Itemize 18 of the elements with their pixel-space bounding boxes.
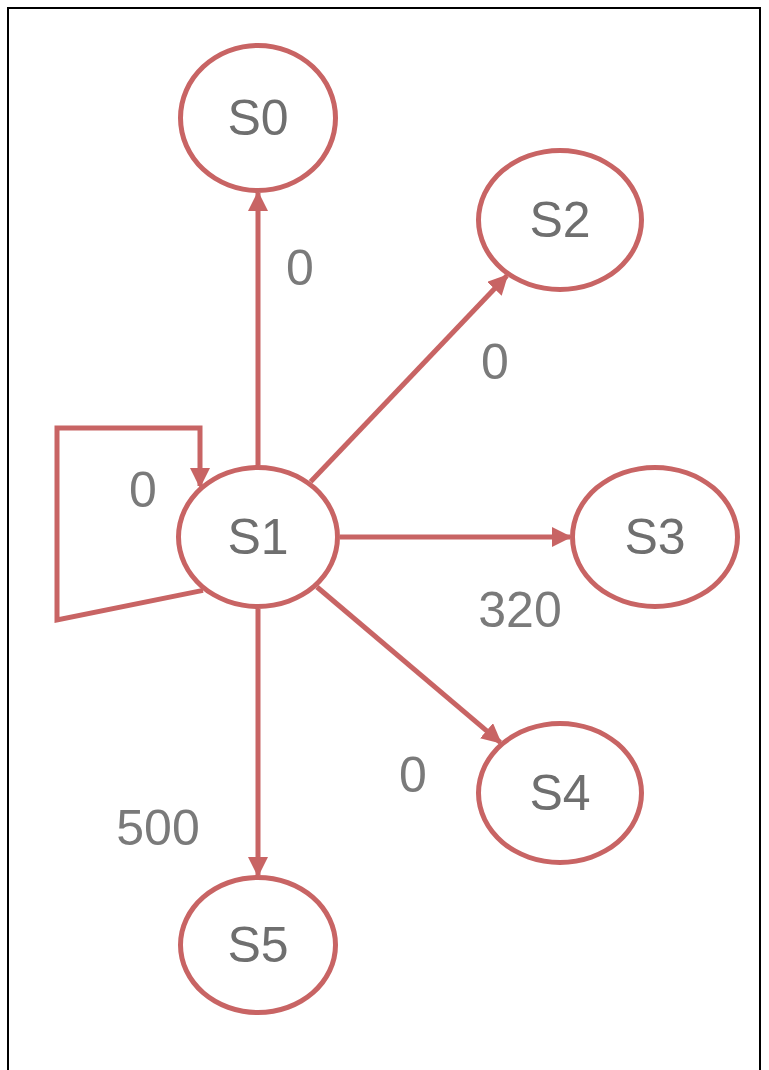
self-loop-arrow: [54, 425, 210, 624]
edge-label: 320: [478, 585, 562, 635]
edge-label: 0: [399, 750, 427, 800]
state-label: S1: [227, 508, 289, 566]
arrow: [308, 274, 509, 484]
edge-label: 500: [116, 803, 200, 853]
arrow: [315, 585, 502, 745]
state-label: S2: [529, 191, 591, 249]
edge-label: 0: [481, 337, 509, 387]
arrow: [340, 527, 572, 547]
state-label: S5: [227, 916, 289, 974]
edge-label: 0: [129, 465, 157, 515]
state-label: S3: [624, 508, 686, 566]
state-label: S4: [529, 764, 591, 822]
arrow: [248, 609, 268, 877]
state-label: S0: [227, 89, 289, 147]
edge-label: 0: [286, 243, 314, 293]
arrow: [248, 191, 268, 465]
